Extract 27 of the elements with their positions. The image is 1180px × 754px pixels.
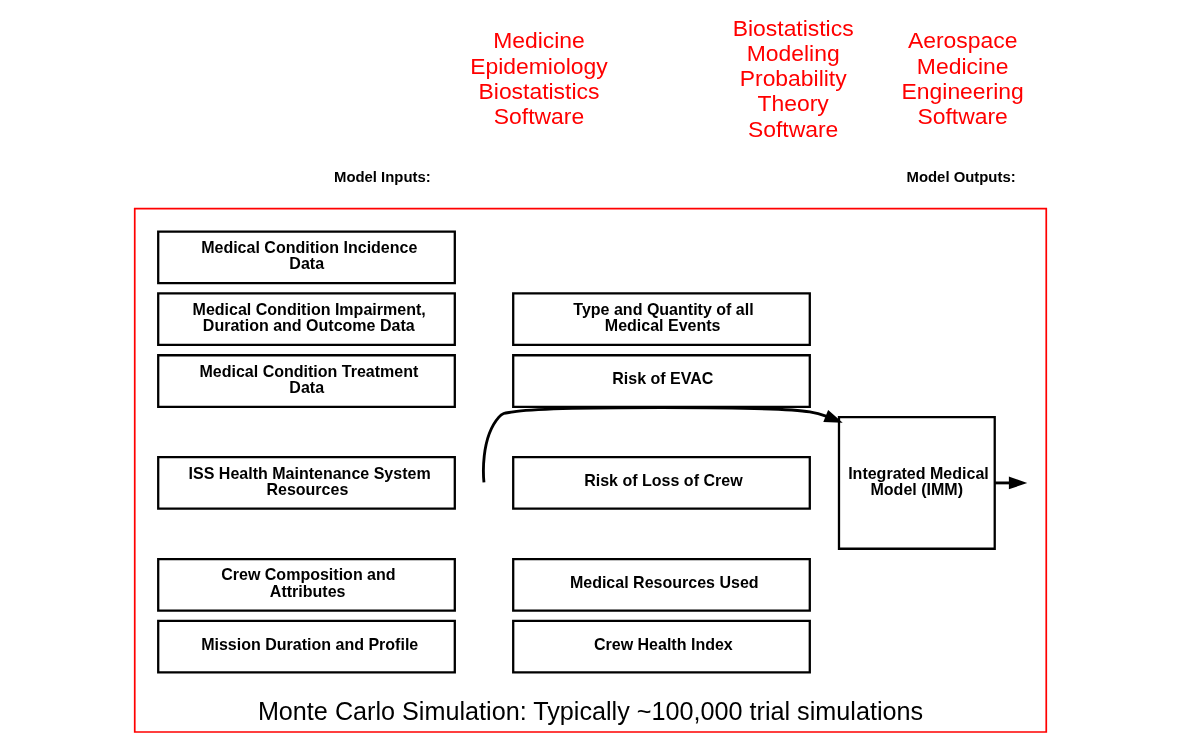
node-box: Crew Health Index (511, 619, 811, 674)
label: Modeling (746, 39, 840, 66)
label: Biostatistics (732, 14, 854, 41)
node-box: Medical Resources Used (511, 557, 811, 612)
label: Software (747, 115, 838, 142)
label: Model Outputs: (906, 168, 1016, 185)
node-box: ISS Health Maintenance System Resources (156, 456, 456, 510)
label: Engineering (901, 77, 1024, 104)
node-box: Mission Duration and Profile (156, 619, 456, 674)
label: Probability (739, 65, 847, 92)
label: Theory (757, 90, 829, 117)
node-box: Medical Condition Incidence Data (156, 230, 456, 285)
node-box: Crew Composition and Attributes (156, 557, 456, 612)
label: Medicine (916, 52, 1008, 79)
label: Epidemiology (469, 52, 608, 79)
node-box: Type and Quantity of all Medical Events (511, 292, 811, 347)
node-box: Integrated Medical Model (IMM) (837, 415, 996, 550)
node-box: Medical Condition Impairment, Duration and Outcome Data (156, 292, 456, 347)
arrow (994, 476, 1027, 490)
node-box: Medical Condition Treatment Data (156, 354, 456, 408)
node-box: Risk of Loss of Crew (511, 456, 811, 510)
label: Model Inputs: (333, 168, 431, 185)
label: Aerospace (907, 27, 1017, 54)
label: Software (493, 102, 584, 129)
label: Medicine (492, 27, 585, 54)
arrow (481, 406, 843, 483)
node-box: Risk of EVAC (511, 354, 811, 408)
